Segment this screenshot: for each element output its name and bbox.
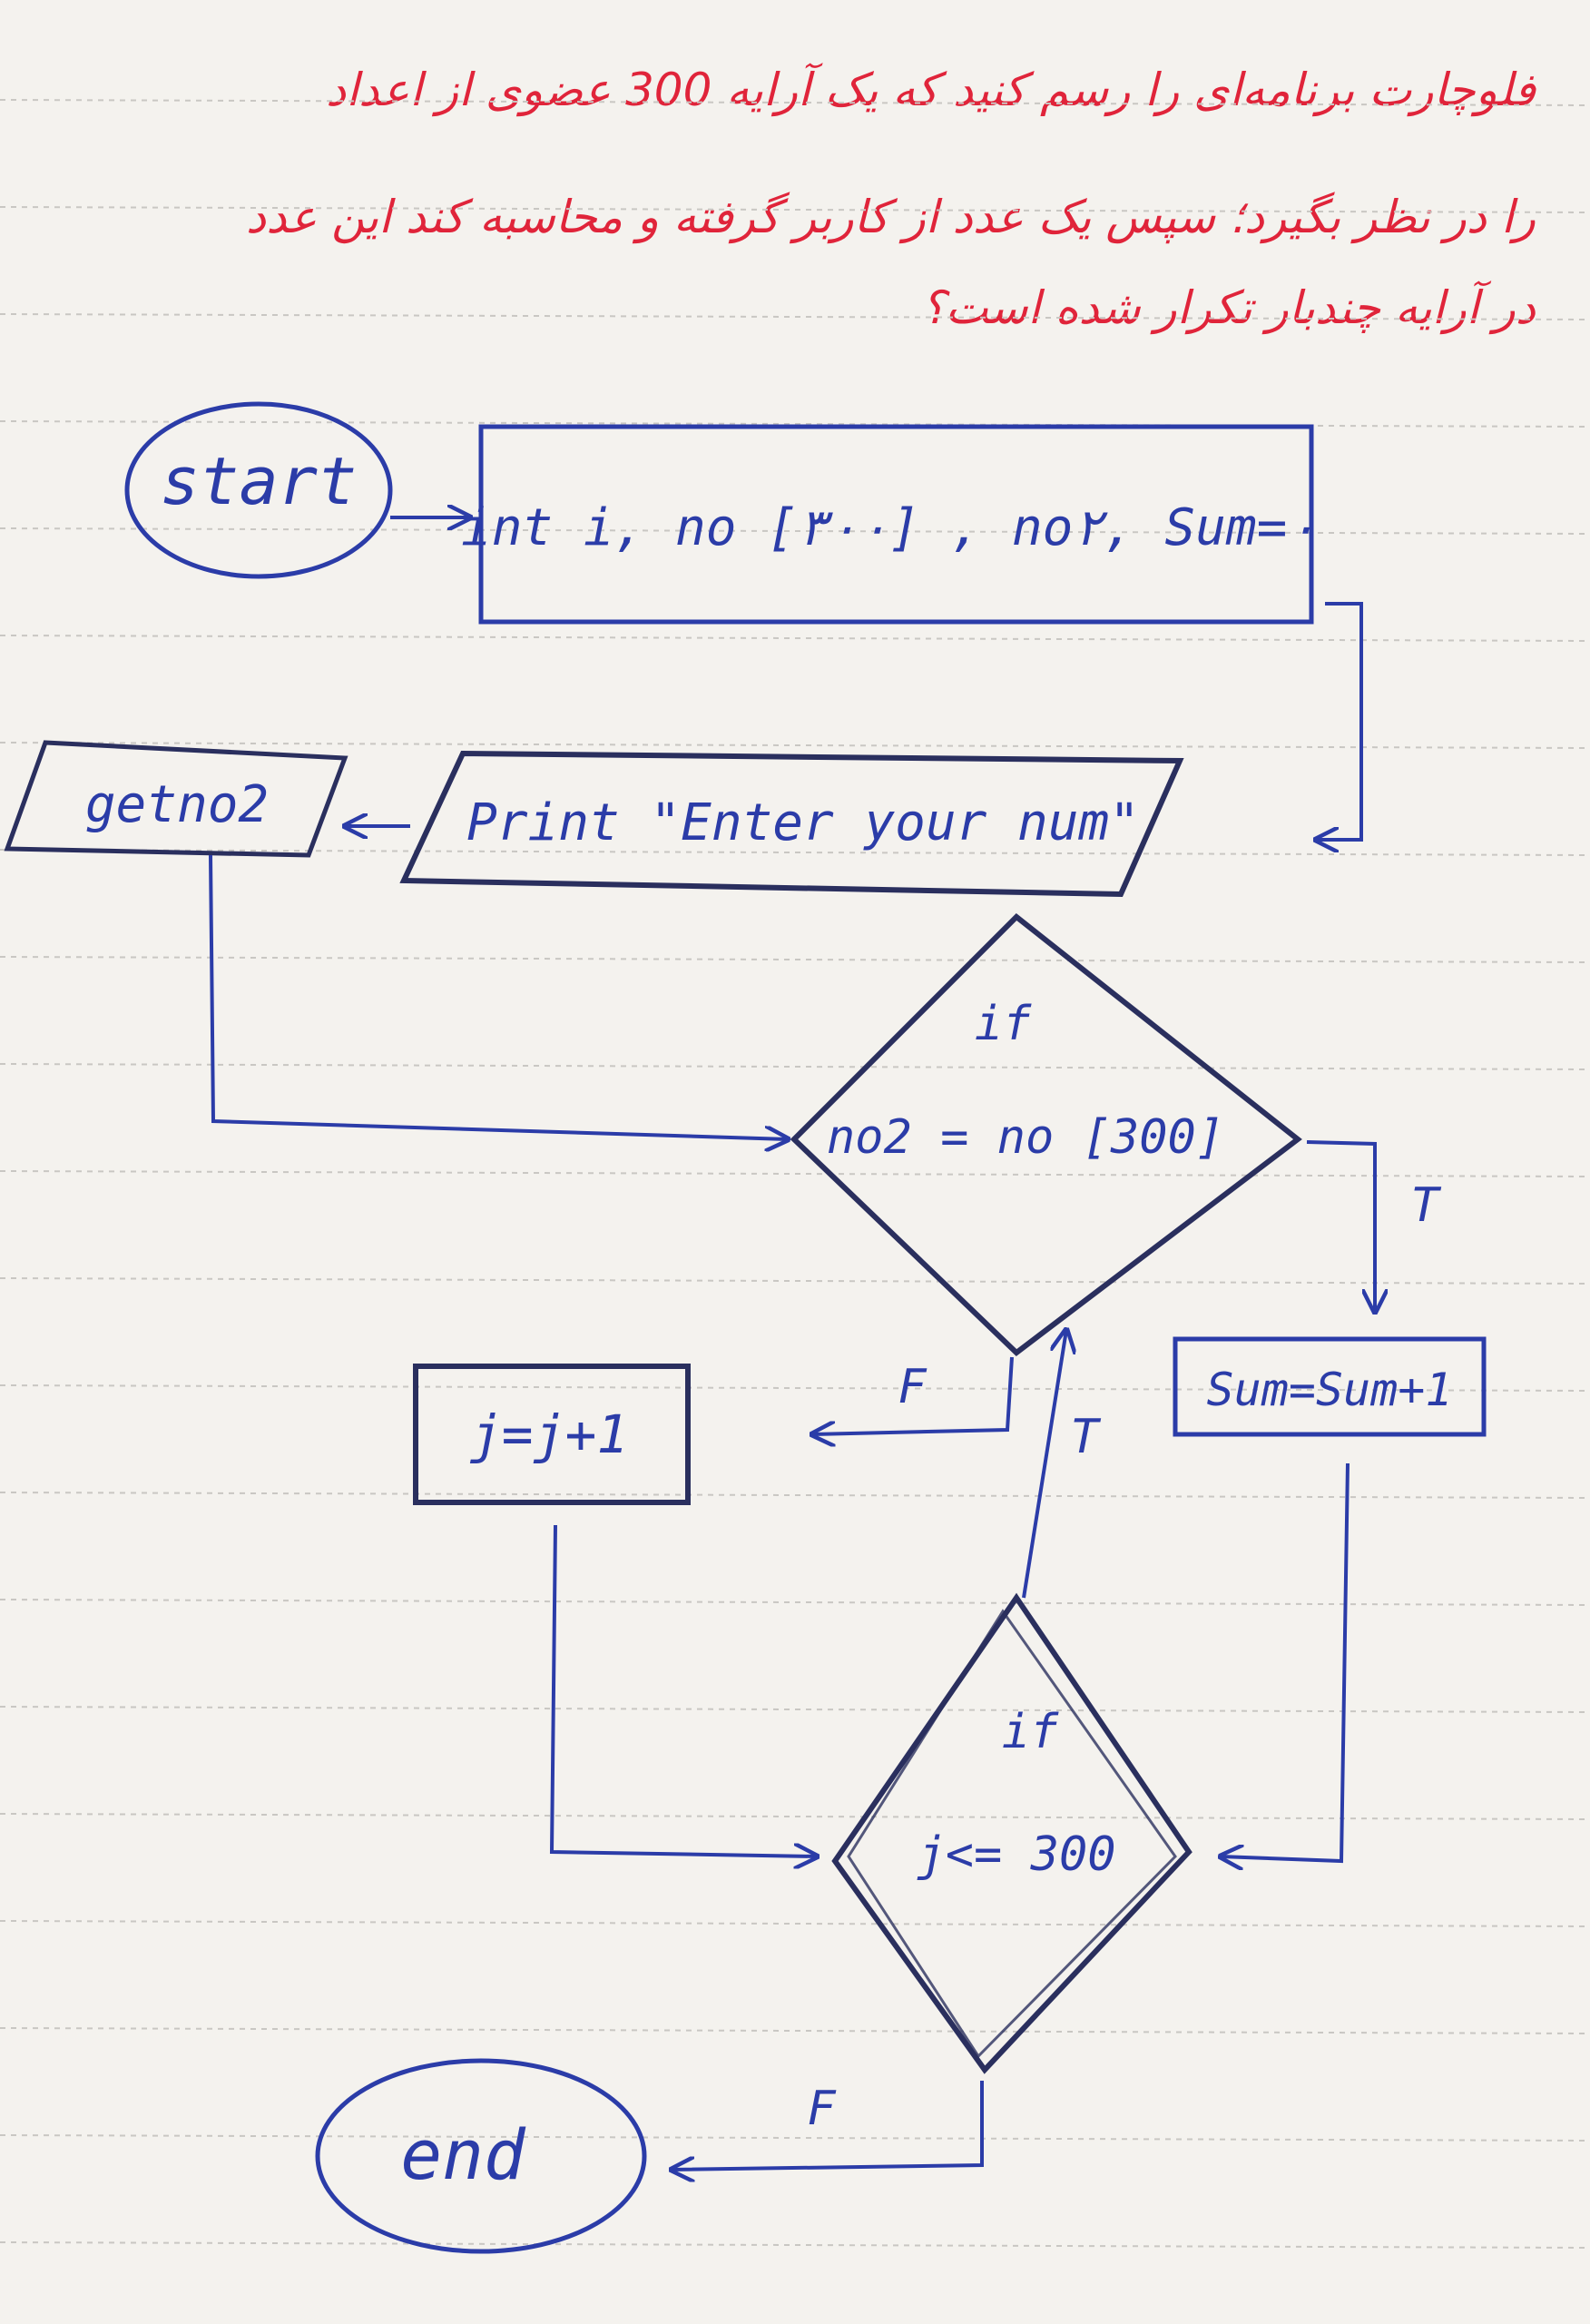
arrow-sum-to-decision2 xyxy=(1221,1462,1350,1861)
decision1-true-label: T xyxy=(1410,1178,1441,1233)
sum-update-process-box xyxy=(1173,1336,1487,1437)
ruled-line xyxy=(0,635,1590,642)
ruled-line xyxy=(0,956,1590,963)
ruled-line xyxy=(0,1384,1590,1392)
end-label: end xyxy=(400,2114,526,2195)
ruled-line xyxy=(0,1170,1590,1177)
get-input-box xyxy=(4,740,348,858)
arrow-decision2-false-to-end xyxy=(672,2081,984,2170)
ruled-lines xyxy=(0,99,1590,2249)
print-io-box xyxy=(399,750,1184,898)
decision2-retrace-stroke xyxy=(847,1609,1177,2059)
ruled-line xyxy=(0,742,1590,749)
ruled-line xyxy=(0,849,1590,856)
end-terminal xyxy=(315,2058,647,2254)
question-line-2: را در نظر بگیرد؛ سپس یک عدد از کاربر گرف… xyxy=(245,191,1536,243)
arrow-get-to-decision1 xyxy=(209,854,788,1139)
decision1-expression: no2 = no [300] xyxy=(827,1110,1224,1165)
arrow-declare-to-print xyxy=(1316,602,1363,840)
ruled-line xyxy=(0,1277,1590,1285)
decision2-true-label: T xyxy=(1070,1410,1101,1464)
ruled-line xyxy=(0,1063,1590,1070)
ruled-line xyxy=(0,2241,1590,2249)
ruled-line xyxy=(0,206,1590,213)
get-label: getno2 xyxy=(85,775,269,834)
decision-no2-equals-array xyxy=(790,912,1302,1356)
decision2-if-label: if xyxy=(1002,1705,1059,1759)
decision2-false-label: F xyxy=(807,2082,837,2136)
question-line-3: در آرایه چندبار تکرار شده است؟ xyxy=(921,281,1536,334)
ruled-line xyxy=(0,1813,1590,1820)
arrow-decision1-false-to-j xyxy=(812,1356,1014,1434)
print-label: Print "Enter your num" xyxy=(466,793,1140,852)
decision-j-less-equal-300 xyxy=(831,1592,1192,2074)
ruled-line xyxy=(0,1599,1590,1606)
ruled-line xyxy=(0,420,1590,428)
ruled-line xyxy=(0,527,1590,535)
sum-update-label: Sum=Sum+1 xyxy=(1207,1364,1453,1416)
j-increment-process-box xyxy=(413,1364,691,1505)
ruled-line xyxy=(0,1706,1590,1713)
j-increment-label: j=j+1 xyxy=(470,1403,629,1465)
declare-process-box xyxy=(478,424,1314,625)
ruled-line xyxy=(0,1492,1590,1499)
ruled-line xyxy=(0,313,1590,320)
arrow-decision1-true-to-sum xyxy=(1306,1140,1375,1312)
declare-label: int i, no [۳۰۰] , no۲, Sum=۰ xyxy=(461,498,1318,557)
decision2-expression: j<= 300 xyxy=(917,1827,1115,1882)
decision1-false-label: F xyxy=(898,1360,928,1414)
start-terminal xyxy=(124,401,393,579)
start-label: start xyxy=(161,443,358,519)
ruled-line xyxy=(0,1920,1590,1927)
ruled-line xyxy=(0,2134,1590,2142)
decision1-if-label: if xyxy=(975,997,1032,1051)
ruled-line xyxy=(0,99,1590,106)
arrow-j-to-decision2 xyxy=(549,1524,817,1856)
ruled-line xyxy=(0,2027,1590,2034)
question-line-1: فلوچارت برنامه‌ای را رسم کنید که یک آرای… xyxy=(325,64,1536,116)
arrow-decision2-true-loop xyxy=(1022,1330,1066,1599)
